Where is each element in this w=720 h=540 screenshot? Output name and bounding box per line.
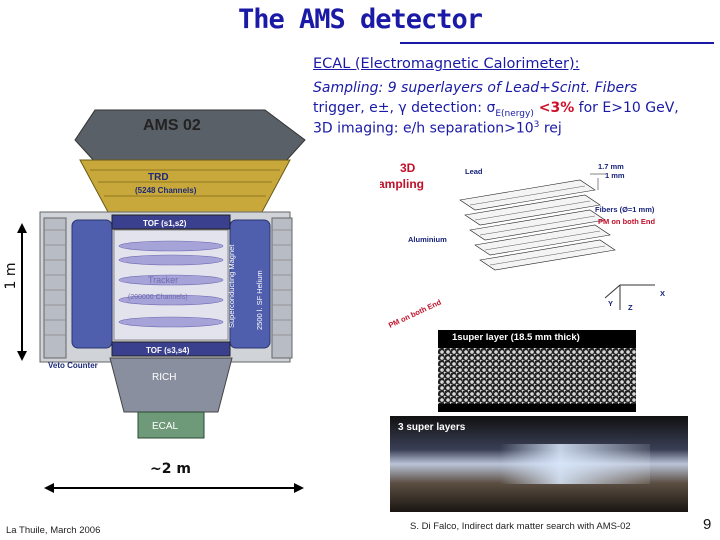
magnet-right — [230, 220, 270, 348]
ecal-line-2-red: <3% — [534, 100, 574, 116]
scale-vertical-arrow-bottom — [17, 351, 27, 361]
sampling-label-2: Sampling — [380, 177, 424, 191]
ecal-line-2-post: for E>10 GeV, — [574, 100, 678, 116]
sampling-label-1: 3D — [400, 161, 416, 175]
ecal-line-1: Sampling: 9 superlayers of Lead+Scint. F… — [313, 80, 637, 96]
magnet-label: Superconducting Magnet — [227, 244, 236, 328]
page-number: 9 — [703, 516, 711, 533]
superlayer-photo: 1super layer (18.5 mm thick) — [438, 330, 636, 412]
title-underline — [400, 42, 714, 44]
lead-label: Lead — [465, 167, 483, 176]
pm-both-rotated-label: PM on both End — [387, 297, 443, 329]
fiber-pattern — [438, 348, 636, 404]
helium-label: 2500 l. SF Helium — [255, 270, 264, 330]
dim2-label: 1 mm — [605, 171, 625, 180]
rich-block — [110, 358, 232, 412]
three-layers-label: 3 super layers — [398, 422, 465, 433]
slide-title: The AMS detector — [0, 4, 720, 35]
light-streak — [500, 444, 650, 484]
rich-label: RICH — [152, 372, 176, 383]
scale-horizontal — [40, 478, 310, 498]
ecal-sampling-figure: 3D Sampling Lead 1.7 mm 1 mm Fibers (Ø=1… — [380, 160, 710, 340]
ecal-line-2: trigger, e±, γ detection: σE(nergy) <3% … — [313, 100, 679, 119]
ecal-line-3-pre: 3D imaging: e/h separation>10 — [313, 121, 534, 137]
ecal-line-3-post: rej — [539, 121, 561, 137]
veto-label: Veto Counter — [48, 361, 98, 370]
footer-left: La Thuile, March 2006 — [6, 525, 100, 536]
axis-x-label: X — [660, 289, 665, 298]
magnet-left — [72, 220, 112, 348]
ams-label: AMS 02 — [143, 117, 201, 134]
ecal-heading: ECAL (Electromagnetic Calorimeter): — [313, 56, 580, 72]
pm-both-label: PM on both End — [598, 217, 655, 226]
ecal-label: ECAL — [152, 421, 179, 432]
tracker-channels-label: (200000 Channels) — [128, 294, 188, 301]
scale-vertical-arrow-top — [17, 223, 27, 233]
axis-y-label: Y — [608, 299, 613, 308]
dim1-label: 1.7 mm — [598, 162, 624, 171]
three-superlayers-photo: 3 super layers — [390, 416, 688, 512]
tof-bottom-label: TOF (s3,s4) — [146, 346, 190, 355]
axis-z-label: Z — [628, 303, 633, 312]
tracker-label: Tracker — [148, 275, 178, 285]
trd-label: TRD — [148, 172, 169, 183]
tof-top-label: TOF (s1,s2) — [143, 219, 187, 228]
footer-center: S. Di Falco, Indirect dark matter search… — [410, 521, 631, 532]
ecal-line-2-pre: trigger, e±, γ detection: σ — [313, 100, 495, 116]
fibers-label: Fibers (Ø=1 mm) — [595, 205, 655, 214]
scale-horizontal-label: ~2 m — [150, 461, 191, 477]
ecal-line-2-sub: E(nergy) — [495, 109, 534, 119]
trd-channels-label: (5248 Channels) — [135, 186, 197, 195]
ams-detector-figure: AMS 02 TRD (5248 Channels) TOF (s1,s2) T… — [0, 100, 310, 460]
superlayer-label: 1super layer (18.5 mm thick) — [452, 332, 580, 343]
ecal-line-3: 3D imaging: e/h separation>103 rej — [313, 120, 562, 137]
aluminium-label: Aluminium — [408, 235, 447, 244]
scale-vertical-label: 1 m — [3, 259, 19, 293]
